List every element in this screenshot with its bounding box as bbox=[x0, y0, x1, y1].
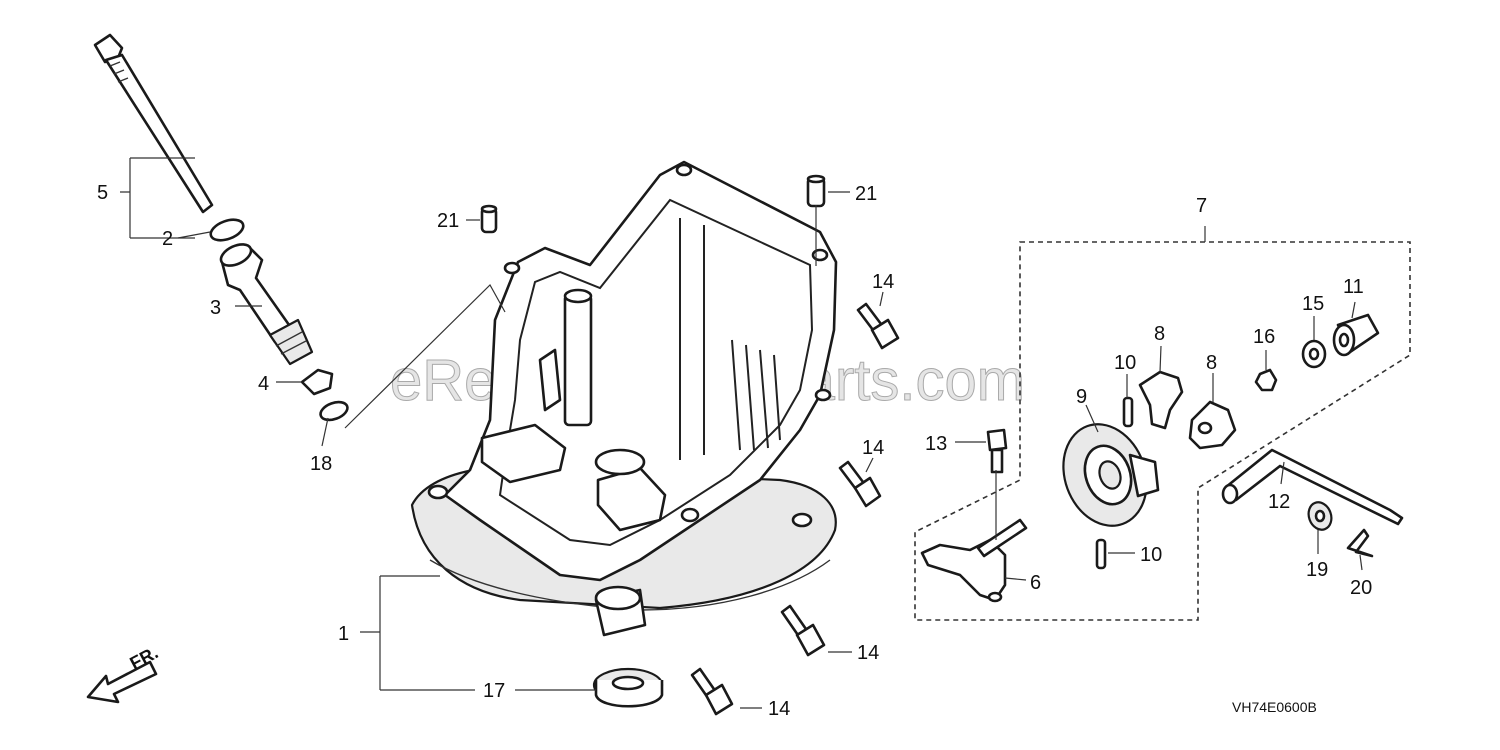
governor-arm-part bbox=[920, 518, 1028, 603]
crankcase-cover-part bbox=[410, 160, 838, 637]
callout-14b: 14 bbox=[862, 437, 884, 459]
clip-20-part bbox=[1346, 528, 1374, 558]
bolt-13-part bbox=[986, 428, 1008, 474]
callout-13: 13 bbox=[925, 433, 947, 455]
callout-11: 11 bbox=[1343, 276, 1364, 298]
callout-14d: 14 bbox=[768, 698, 790, 720]
pin-10b-part bbox=[1095, 538, 1107, 570]
callout-3: 3 bbox=[210, 297, 221, 319]
callout-6: 6 bbox=[1030, 572, 1041, 594]
dowel-pin-part bbox=[480, 174, 826, 234]
callout-8a: 8 bbox=[1154, 323, 1165, 345]
bushing-part bbox=[1332, 313, 1380, 357]
o-ring-part bbox=[209, 218, 245, 242]
callout-1: 1 bbox=[338, 623, 349, 645]
diagram-code: VH74E0600B bbox=[1232, 699, 1317, 715]
callout-9: 9 bbox=[1076, 386, 1087, 408]
washer-part bbox=[319, 400, 349, 422]
callout-5: 5 bbox=[97, 182, 108, 204]
pin-10a-part bbox=[1122, 396, 1134, 428]
leader-lines bbox=[120, 157, 1363, 709]
group-7-outline bbox=[914, 241, 1411, 621]
callout-8b: 8 bbox=[1206, 352, 1217, 374]
governor-weight-part bbox=[1138, 370, 1237, 450]
callout-16: 16 bbox=[1253, 326, 1275, 348]
flange-bolt-part bbox=[690, 302, 900, 716]
callout-20: 20 bbox=[1350, 577, 1372, 599]
front-arrow-icon: FR. bbox=[86, 642, 161, 704]
callout-4: 4 bbox=[258, 373, 269, 395]
clip-part bbox=[300, 368, 334, 396]
callout-21a: 21 bbox=[437, 210, 459, 232]
callout-10a: 10 bbox=[1114, 352, 1136, 374]
governor-gear-part bbox=[1062, 423, 1160, 527]
callout-14c: 14 bbox=[857, 642, 879, 664]
washer-19-part bbox=[1307, 501, 1333, 531]
washer-15-part bbox=[1301, 339, 1327, 369]
filler-tube-part bbox=[219, 243, 314, 366]
svg-text:FR.: FR. bbox=[126, 642, 161, 673]
callout-19: 19 bbox=[1306, 559, 1328, 581]
callout-2: 2 bbox=[162, 228, 173, 250]
callout-14a: 14 bbox=[872, 271, 894, 293]
callout-21b: 21 bbox=[855, 183, 877, 205]
callout-15: 15 bbox=[1302, 293, 1324, 315]
callout-17: 17 bbox=[483, 680, 505, 702]
nut-part bbox=[1254, 368, 1278, 392]
callout-7: 7 bbox=[1196, 195, 1207, 217]
callout-18: 18 bbox=[310, 453, 332, 475]
dipstick-part bbox=[93, 33, 214, 214]
governor-shaft-part bbox=[1221, 448, 1404, 526]
callout-12: 12 bbox=[1268, 491, 1290, 513]
callout-10b: 10 bbox=[1140, 544, 1162, 566]
oil-seal-part bbox=[592, 667, 664, 708]
